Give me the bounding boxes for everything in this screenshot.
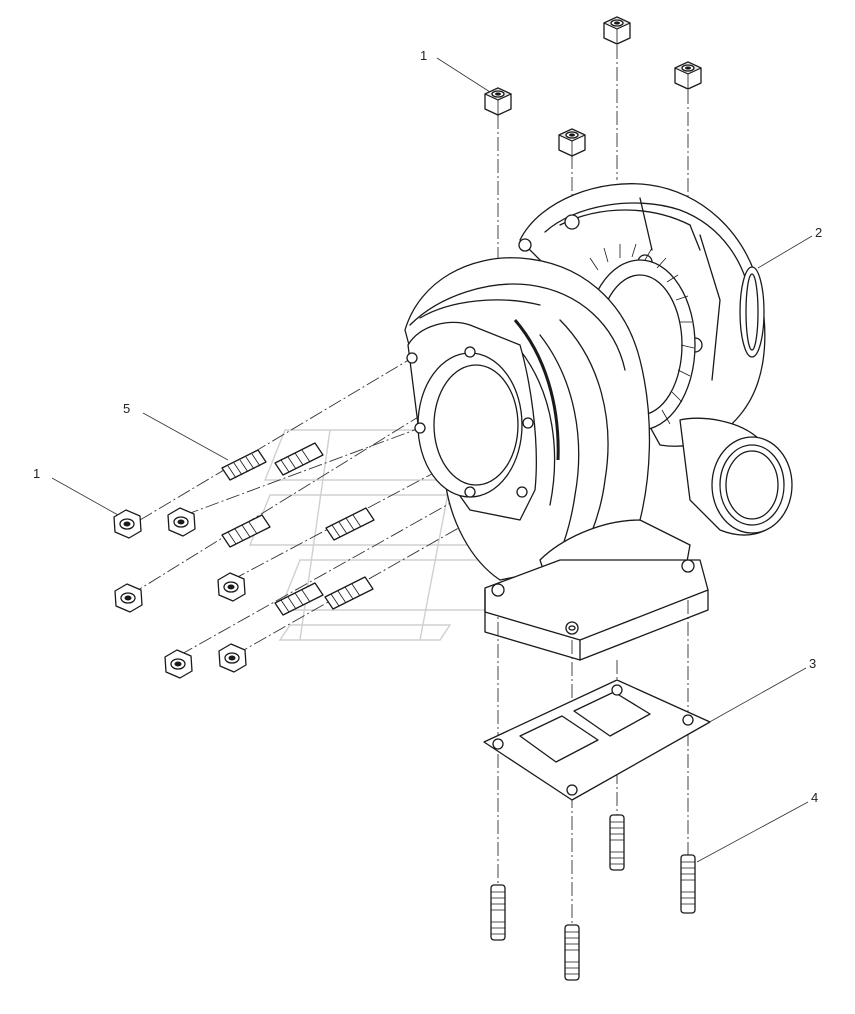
flange-nut-1 xyxy=(113,509,142,539)
callout-1-top: 1 xyxy=(420,48,491,93)
gasket xyxy=(483,679,711,801)
flange-stud-5 xyxy=(274,582,324,616)
callout-label-1-top: 1 xyxy=(420,48,427,63)
flange-stud-6 xyxy=(324,576,374,610)
flange-stud-4 xyxy=(325,507,375,541)
flange-nut-2 xyxy=(167,507,196,537)
center-lines xyxy=(129,45,689,925)
bottom-stud-2 xyxy=(564,924,580,981)
callout-2: 2 xyxy=(757,225,822,269)
callout-label-3: 3 xyxy=(809,656,816,671)
flange-stud-3 xyxy=(221,514,271,548)
callout-label-2: 2 xyxy=(815,225,822,240)
callout-label-4: 4 xyxy=(811,790,818,805)
bottom-stud-3 xyxy=(609,814,625,871)
compressor-outlet xyxy=(679,417,793,536)
bottom-stud-1 xyxy=(490,884,506,941)
callout-3: 3 xyxy=(705,656,816,725)
callout-5: 5 xyxy=(123,401,229,461)
callout-4: 4 xyxy=(696,790,818,863)
flange-nut-6 xyxy=(218,643,247,673)
callout-label-5: 5 xyxy=(123,401,130,416)
top-nut-4 xyxy=(558,128,586,157)
flange-stud-2 xyxy=(274,442,324,476)
top-nut-1 xyxy=(484,87,512,116)
flange-nut-4 xyxy=(217,572,246,602)
bottom-stud-4 xyxy=(680,854,696,914)
top-nut-3 xyxy=(674,61,702,90)
flange-nut-3 xyxy=(114,583,143,613)
top-nut-2 xyxy=(603,16,631,45)
callout-label-1-left: 1 xyxy=(33,466,40,481)
flange-nut-5 xyxy=(164,649,193,679)
callout-1-left: 1 xyxy=(33,466,119,516)
flange-stud-1 xyxy=(221,449,267,481)
turbine-housing xyxy=(404,257,709,661)
